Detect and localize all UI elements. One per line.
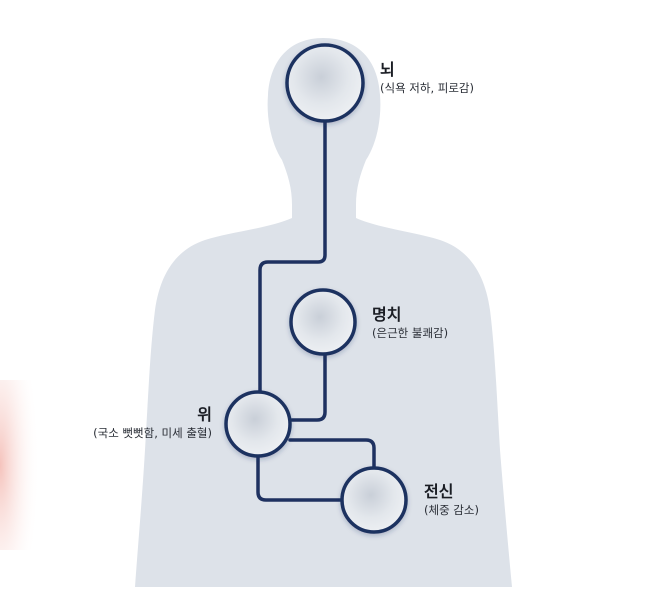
label-stomach: 위 (국소 뻣뻣함, 미세 출혈) <box>60 405 212 441</box>
node-markers <box>224 43 408 534</box>
label-stomach-title: 위 <box>197 405 212 424</box>
label-brain: 뇌 (식욕 저하, 피로감) <box>380 60 474 96</box>
connector-line <box>256 453 344 502</box>
label-whole-body-desc: (체중 감소) <box>424 503 479 517</box>
label-solar-plexus-title: 명치 <box>372 305 402 324</box>
label-solar-plexus: 명치 (은근한 불쾌감) <box>372 305 448 341</box>
node-solar-plexus <box>289 288 357 356</box>
node-whole-body <box>340 466 408 534</box>
connector-line <box>258 118 327 394</box>
node-brain <box>285 43 365 123</box>
label-brain-desc: (식욕 저하, 피로감) <box>380 81 474 95</box>
connector-line <box>290 353 327 422</box>
label-whole-body-title: 전신 <box>424 482 454 501</box>
node-stomach <box>224 390 292 458</box>
label-stomach-desc: (국소 뻣뻣함, 미세 출혈) <box>93 426 212 440</box>
edge-blush <box>0 380 40 550</box>
connector-line <box>288 438 376 472</box>
label-whole-body: 전신 (체중 감소) <box>424 482 479 518</box>
connector-lines <box>256 118 376 502</box>
label-solar-plexus-desc: (은근한 불쾌감) <box>372 326 449 340</box>
label-brain-title: 뇌 <box>380 60 395 79</box>
